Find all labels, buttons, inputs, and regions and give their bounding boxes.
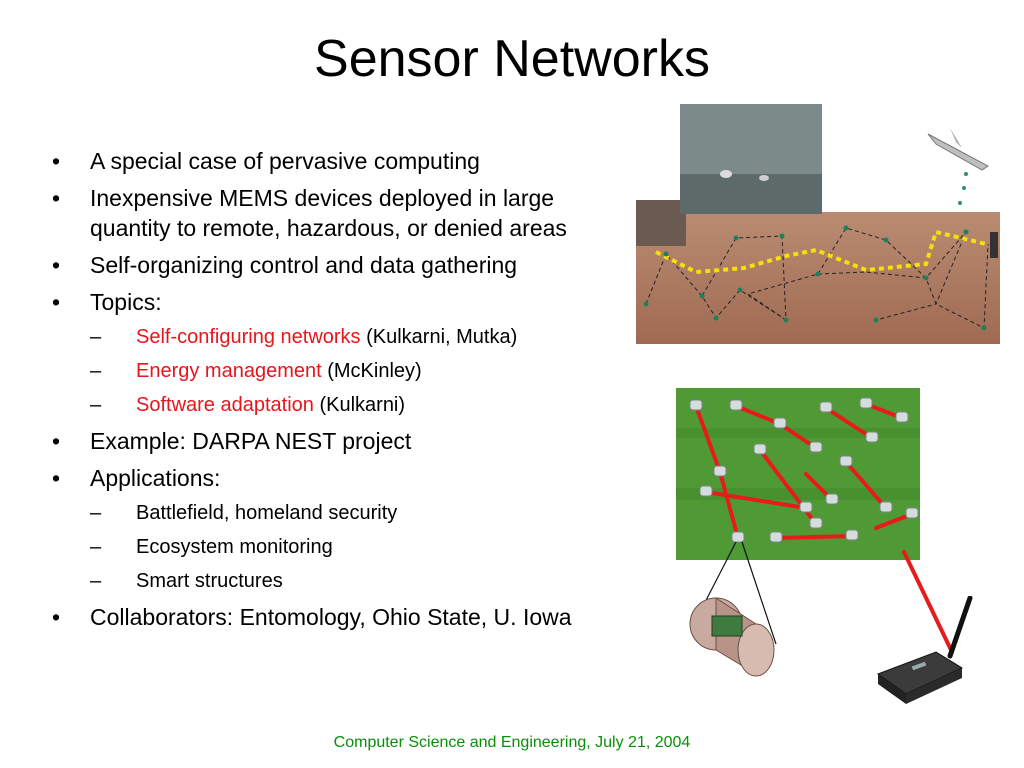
bullet-marker: •	[52, 185, 61, 211]
bullet-text: A special case of pervasive computing	[90, 148, 480, 174]
sensor-nodes	[643, 225, 987, 331]
topic-people: (Kulkarni, Mutka)	[360, 326, 518, 348]
mote-enclosure-image	[689, 597, 775, 677]
falling-sensors	[958, 172, 968, 205]
bullet-item: • Inexpensive MEMS devices deployed in la…	[52, 183, 632, 243]
sub-bullet-item: – Ecosystem monitoring	[90, 534, 632, 560]
topic-highlight: Software adaptation	[136, 394, 314, 416]
topic-highlight: Self-configuring networks	[136, 326, 361, 348]
desert-deployment-image	[636, 104, 1000, 344]
bullet-marker: •	[52, 289, 61, 315]
sensor-motes	[689, 397, 919, 543]
dash-marker: –	[90, 536, 102, 558]
bullet-item: • Applications:	[52, 463, 632, 493]
dash-marker: –	[90, 360, 102, 382]
dash-marker: –	[90, 570, 102, 592]
dash-marker: –	[90, 394, 102, 416]
grass-field	[676, 388, 920, 560]
bullet-item: • Self-organizing control and data gather…	[52, 250, 632, 280]
bullet-marker: •	[52, 252, 61, 278]
bullet-item: • Collaborators: Entomology, Ohio State, …	[52, 602, 632, 632]
bullet-text: Applications:	[90, 465, 221, 491]
bullet-item: • Topics:	[52, 287, 632, 317]
long-range-link	[902, 550, 954, 654]
bullet-marker: •	[52, 148, 61, 174]
sub-bullet-item: – Battlefield, homeland security	[90, 500, 632, 526]
vehicle-convoy	[636, 200, 686, 246]
sub-bullet-text: Ecosystem monitoring	[136, 536, 333, 558]
sub-bullet-item: – Energy management (McKinley)	[90, 358, 632, 384]
network-links	[645, 227, 989, 329]
slide-title: Sensor Networks	[314, 30, 710, 88]
sub-bullet-item: – Software adaptation (Kulkarni)	[90, 392, 632, 418]
bullet-list: • A special case of pervasive computing •…	[52, 146, 632, 639]
sensor-field-image	[676, 388, 920, 560]
sub-bullet-item: – Self-configuring networks (Kulkarni, Mu…	[90, 324, 632, 350]
sub-bullet-text: Smart structures	[136, 570, 283, 592]
base-station-image	[876, 596, 973, 704]
bullet-text: Collaborators: Entomology, Ohio State, U…	[90, 604, 572, 630]
dash-marker: –	[90, 502, 102, 524]
dash-marker: –	[90, 326, 102, 348]
slide-footer: Computer Science and Engineering, July 2…	[333, 734, 691, 751]
bullet-text: Self-organizing control and data gatheri…	[90, 252, 518, 278]
sub-bullet-text: Battlefield, homeland security	[136, 502, 398, 524]
bullet-text: Inexpensive MEMS devices deployed in lar…	[90, 185, 567, 241]
bullet-text: Topics:	[90, 289, 162, 315]
sub-bullet-item: – Smart structures	[90, 568, 632, 594]
antenna-icon	[947, 596, 973, 659]
base-station-device	[990, 232, 998, 258]
bullet-item: • A special case of pervasive computing	[52, 146, 632, 176]
bullet-marker: •	[52, 604, 61, 630]
topic-people: (McKinley)	[321, 360, 422, 382]
topic-people: (Kulkarni)	[313, 394, 406, 416]
bullet-marker: •	[52, 428, 61, 454]
topic-highlight: Energy management	[136, 360, 322, 382]
bullet-marker: •	[52, 465, 61, 491]
aircraft-icon	[927, 133, 989, 171]
circuit-board	[711, 615, 743, 637]
desert-ground	[636, 212, 1000, 344]
bullet-text: Example: DARPA NEST project	[90, 428, 412, 454]
bullet-item: • Example: DARPA NEST project	[52, 426, 632, 456]
